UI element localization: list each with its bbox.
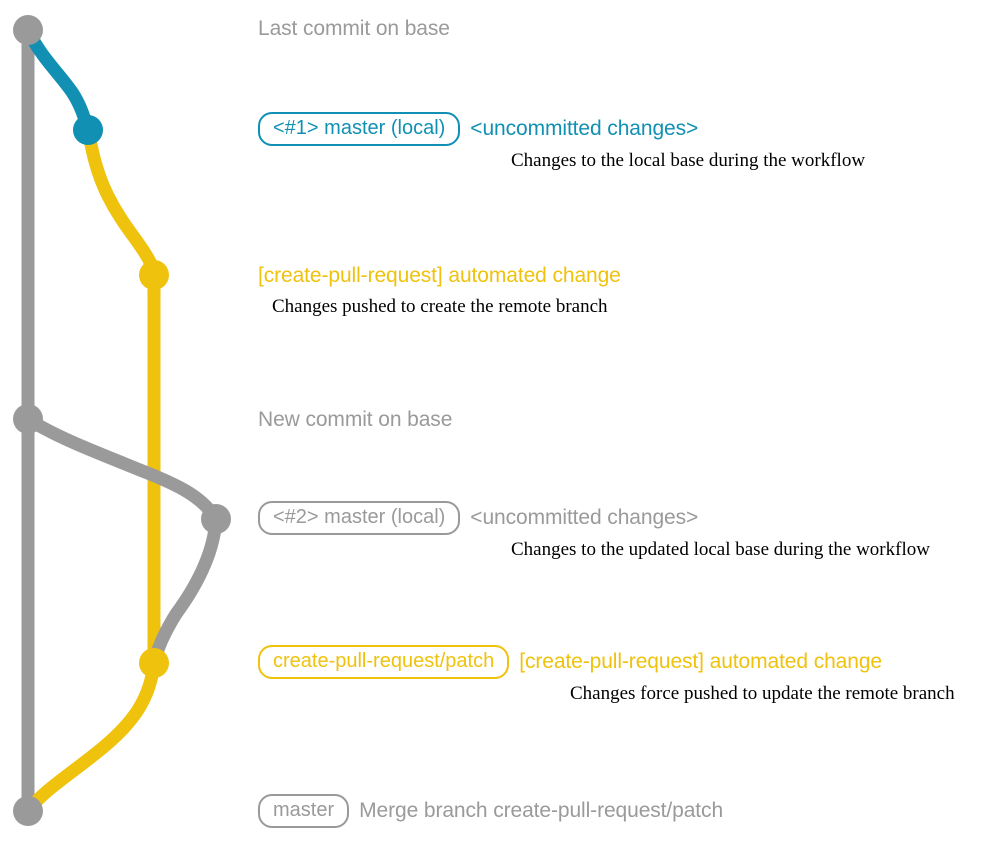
commit-node-patch-update[interactable] [139, 648, 169, 678]
commit-subject-patch-create: [create-pull-request] automated change [258, 264, 621, 287]
commit-description-local-1: Changes to the local base during the wor… [511, 150, 866, 171]
branch-pill-local-2[interactable]: <#2> master (local) [258, 501, 461, 535]
commit-subject-base-new: New commit on base [258, 408, 453, 431]
commit-row-patch-update: create-pull-request/patch [create-pull-r… [258, 645, 882, 679]
commit-node-local-1[interactable] [73, 115, 103, 145]
commit-row-base-merge: master Merge branch create-pull-request/… [258, 794, 723, 828]
commit-node-base-merge[interactable] [13, 796, 43, 826]
commit-node-base-new[interactable] [13, 404, 43, 434]
branch-pill-patch-update[interactable]: create-pull-request/patch [258, 645, 510, 679]
branch-pill-master[interactable]: master [258, 794, 350, 828]
commit-description-patch-create: Changes pushed to create the remote bran… [272, 296, 608, 317]
commit-node-base-last[interactable] [13, 15, 43, 45]
commit-row-local-1: <#1> master (local) <uncommitted changes… [258, 112, 698, 146]
commit-row-local-2: <#2> master (local) <uncommitted changes… [258, 501, 698, 535]
local2-to-patch-line [147, 512, 223, 670]
commit-subject-base-last: Last commit on base [258, 17, 450, 40]
commit-subject-local-2: <uncommitted changes> [470, 505, 699, 529]
patch-to-merge-line [21, 656, 161, 818]
commit-node-local-2[interactable] [201, 504, 231, 534]
commit-node-patch-create[interactable] [139, 260, 169, 290]
commit-description-patch-update: Changes force pushed to update the remot… [570, 683, 955, 704]
local2-branch-line [21, 412, 223, 526]
branch-pill-local-1[interactable]: <#1> master (local) [258, 112, 461, 146]
commit-subject-patch-update: [create-pull-request] automated change [519, 649, 882, 673]
commit-subject-local-1: <uncommitted changes> [470, 116, 699, 140]
commit-subject-base-merge: Merge branch create-pull-request/patch [359, 798, 724, 822]
patch-branch-line [81, 123, 161, 670]
commit-description-local-2: Changes to the updated local base during… [511, 539, 930, 560]
